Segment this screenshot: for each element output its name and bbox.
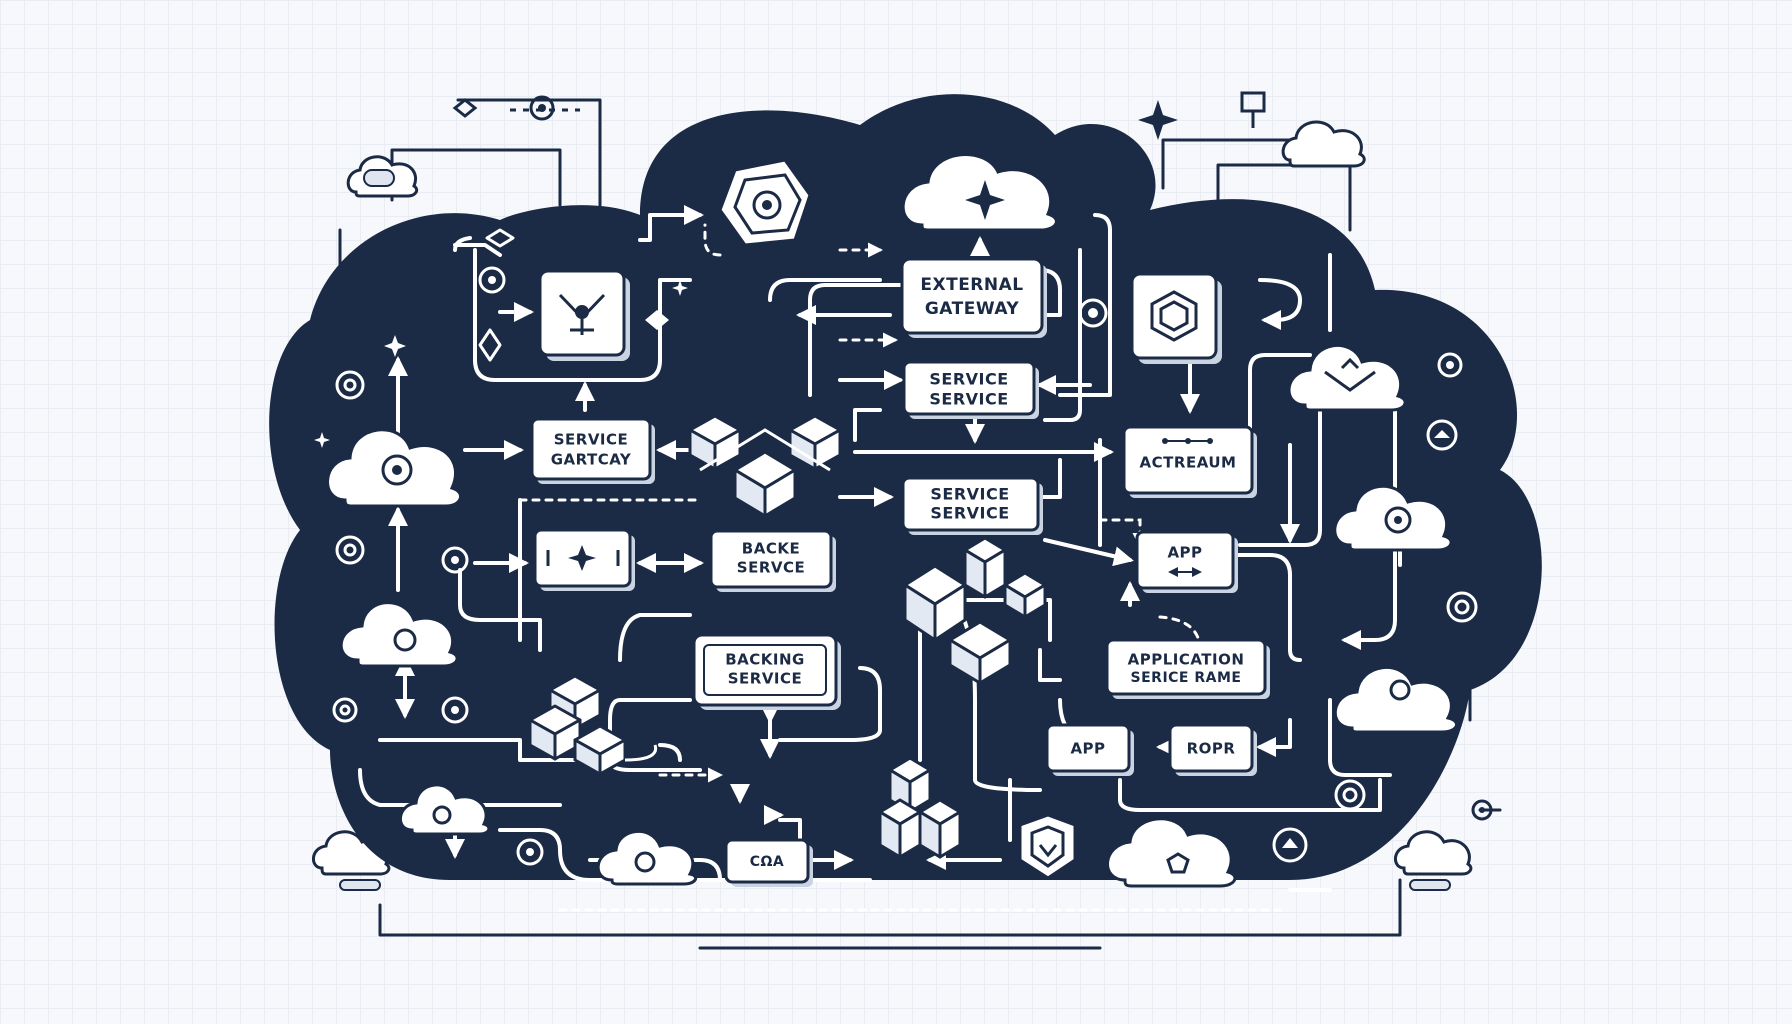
node-external-gateway: EXTERNAL GATEWAY: [900, 257, 1047, 338]
sparkle-icon: [672, 280, 688, 296]
node-app-2-label: APP: [1070, 740, 1105, 758]
target-icon: [1272, 827, 1308, 863]
cloud-icon-top: [901, 153, 1058, 232]
target-icon: [1334, 779, 1366, 811]
node-backe-service: BACKE SERVCE: [709, 529, 836, 592]
node-backing-service: BACKING SERVICE: [692, 633, 841, 710]
node-application-service-rame: APPLICATION SERICE RAME: [1105, 638, 1270, 699]
sparkle-icon: [384, 335, 406, 357]
gear-icon: [516, 838, 544, 866]
target-icon: [335, 370, 365, 400]
cloud-icon-left-bottom: [399, 783, 491, 836]
diamond-star-icon: [478, 328, 502, 362]
outer-cloud-icon-bottom-right: [1394, 830, 1473, 891]
target-icon: [478, 266, 506, 294]
gear-icon: [1437, 352, 1463, 378]
emblem-box: [538, 269, 630, 361]
cube-stack-icon-left: [528, 674, 658, 776]
node-backe-service-line1: BACKE: [742, 540, 800, 558]
diamond-icon: [645, 310, 669, 330]
outer-sparkle-icon: [1138, 100, 1178, 140]
cloud-icon-right-mid: [1333, 484, 1453, 552]
node-service-service-2: SERVICE SERVICE: [901, 476, 1043, 535]
cloud-icon-left-mid: [339, 601, 459, 668]
node-cza-label: CΩA: [750, 854, 785, 870]
target-icon: [1446, 591, 1478, 623]
node-service-service-1: SERVICE SERVICE: [902, 360, 1039, 419]
outer-diamond-icon: [452, 98, 478, 118]
node-ropr-label: ROPR: [1187, 740, 1236, 758]
outer-node-icon: [1471, 799, 1493, 821]
node-backing-service-line2: SERVICE: [728, 670, 803, 688]
node-service-gartcay-line1: SERVICE: [554, 431, 629, 449]
node-app-1: APP: [1135, 530, 1238, 593]
gear-icon: [441, 696, 469, 724]
hexagon-box: [1130, 272, 1222, 364]
hexagon-icon-top: [718, 158, 812, 247]
shield-icon-bottom: [1018, 813, 1077, 880]
node-service-service-2-line1: SERVICE: [930, 485, 1009, 504]
node-application-service-rame-line2: SERICE RAME: [1131, 670, 1242, 686]
gear-icon: [441, 546, 469, 574]
node-icons: [314, 228, 1478, 866]
node-external-gateway-line1: EXTERNAL: [920, 275, 1023, 295]
node-app-1-label: APP: [1167, 544, 1202, 562]
node-actreaum-label: ACTREAUM: [1140, 454, 1237, 472]
cube-stack-icon-center-top: [688, 414, 842, 518]
node-backing-service-line1: BACKING: [725, 651, 805, 669]
node-ropr: ROPR: [1168, 723, 1257, 776]
outer-cloud-icon-top-right: [1281, 120, 1366, 168]
target-icon: [1078, 298, 1108, 328]
target-icon: [1426, 419, 1458, 451]
cube-stack-icon-bottom: [878, 756, 962, 859]
node-service-gartcay-line2: GARTCAY: [551, 451, 632, 469]
sparkle-icon: [314, 432, 330, 448]
node-application-service-rame-line1: APPLICATION: [1128, 651, 1245, 669]
outer-signpost-icon: [1240, 91, 1266, 128]
outer-target-icon: [529, 95, 555, 121]
node-service-service-1-line1: SERVICE: [929, 370, 1008, 389]
cloud-icon-right-top: [1287, 344, 1407, 412]
diamond-icon: [485, 228, 515, 248]
target-icon: [335, 535, 365, 565]
cloud-icon-bottom-2: [1106, 817, 1237, 888]
node-actreaum: ACTREAUM: [1122, 425, 1257, 498]
cloud-icon-right-bottom: [1333, 666, 1458, 734]
node-service-service-1-line2: SERVICE: [929, 390, 1008, 409]
node-cza: CΩA: [724, 838, 813, 887]
cloud-icon-bottom-1: [596, 829, 698, 886]
target-icon: [332, 697, 358, 723]
node-app-2: APP: [1045, 723, 1134, 776]
cloud-icon-left: [326, 428, 462, 508]
sparkle-box: [533, 528, 635, 591]
node-backe-service-line2: SERVCE: [737, 559, 805, 577]
outer-cloud-icon-top-left: [346, 155, 419, 198]
node-service-service-2-line2: SERVICE: [930, 504, 1009, 523]
cube-stack-icon-center: [903, 536, 1047, 685]
node-external-gateway-line2: GATEWAY: [925, 299, 1020, 319]
node-service-gartcay: SERVICE GARTCAY: [530, 417, 655, 484]
